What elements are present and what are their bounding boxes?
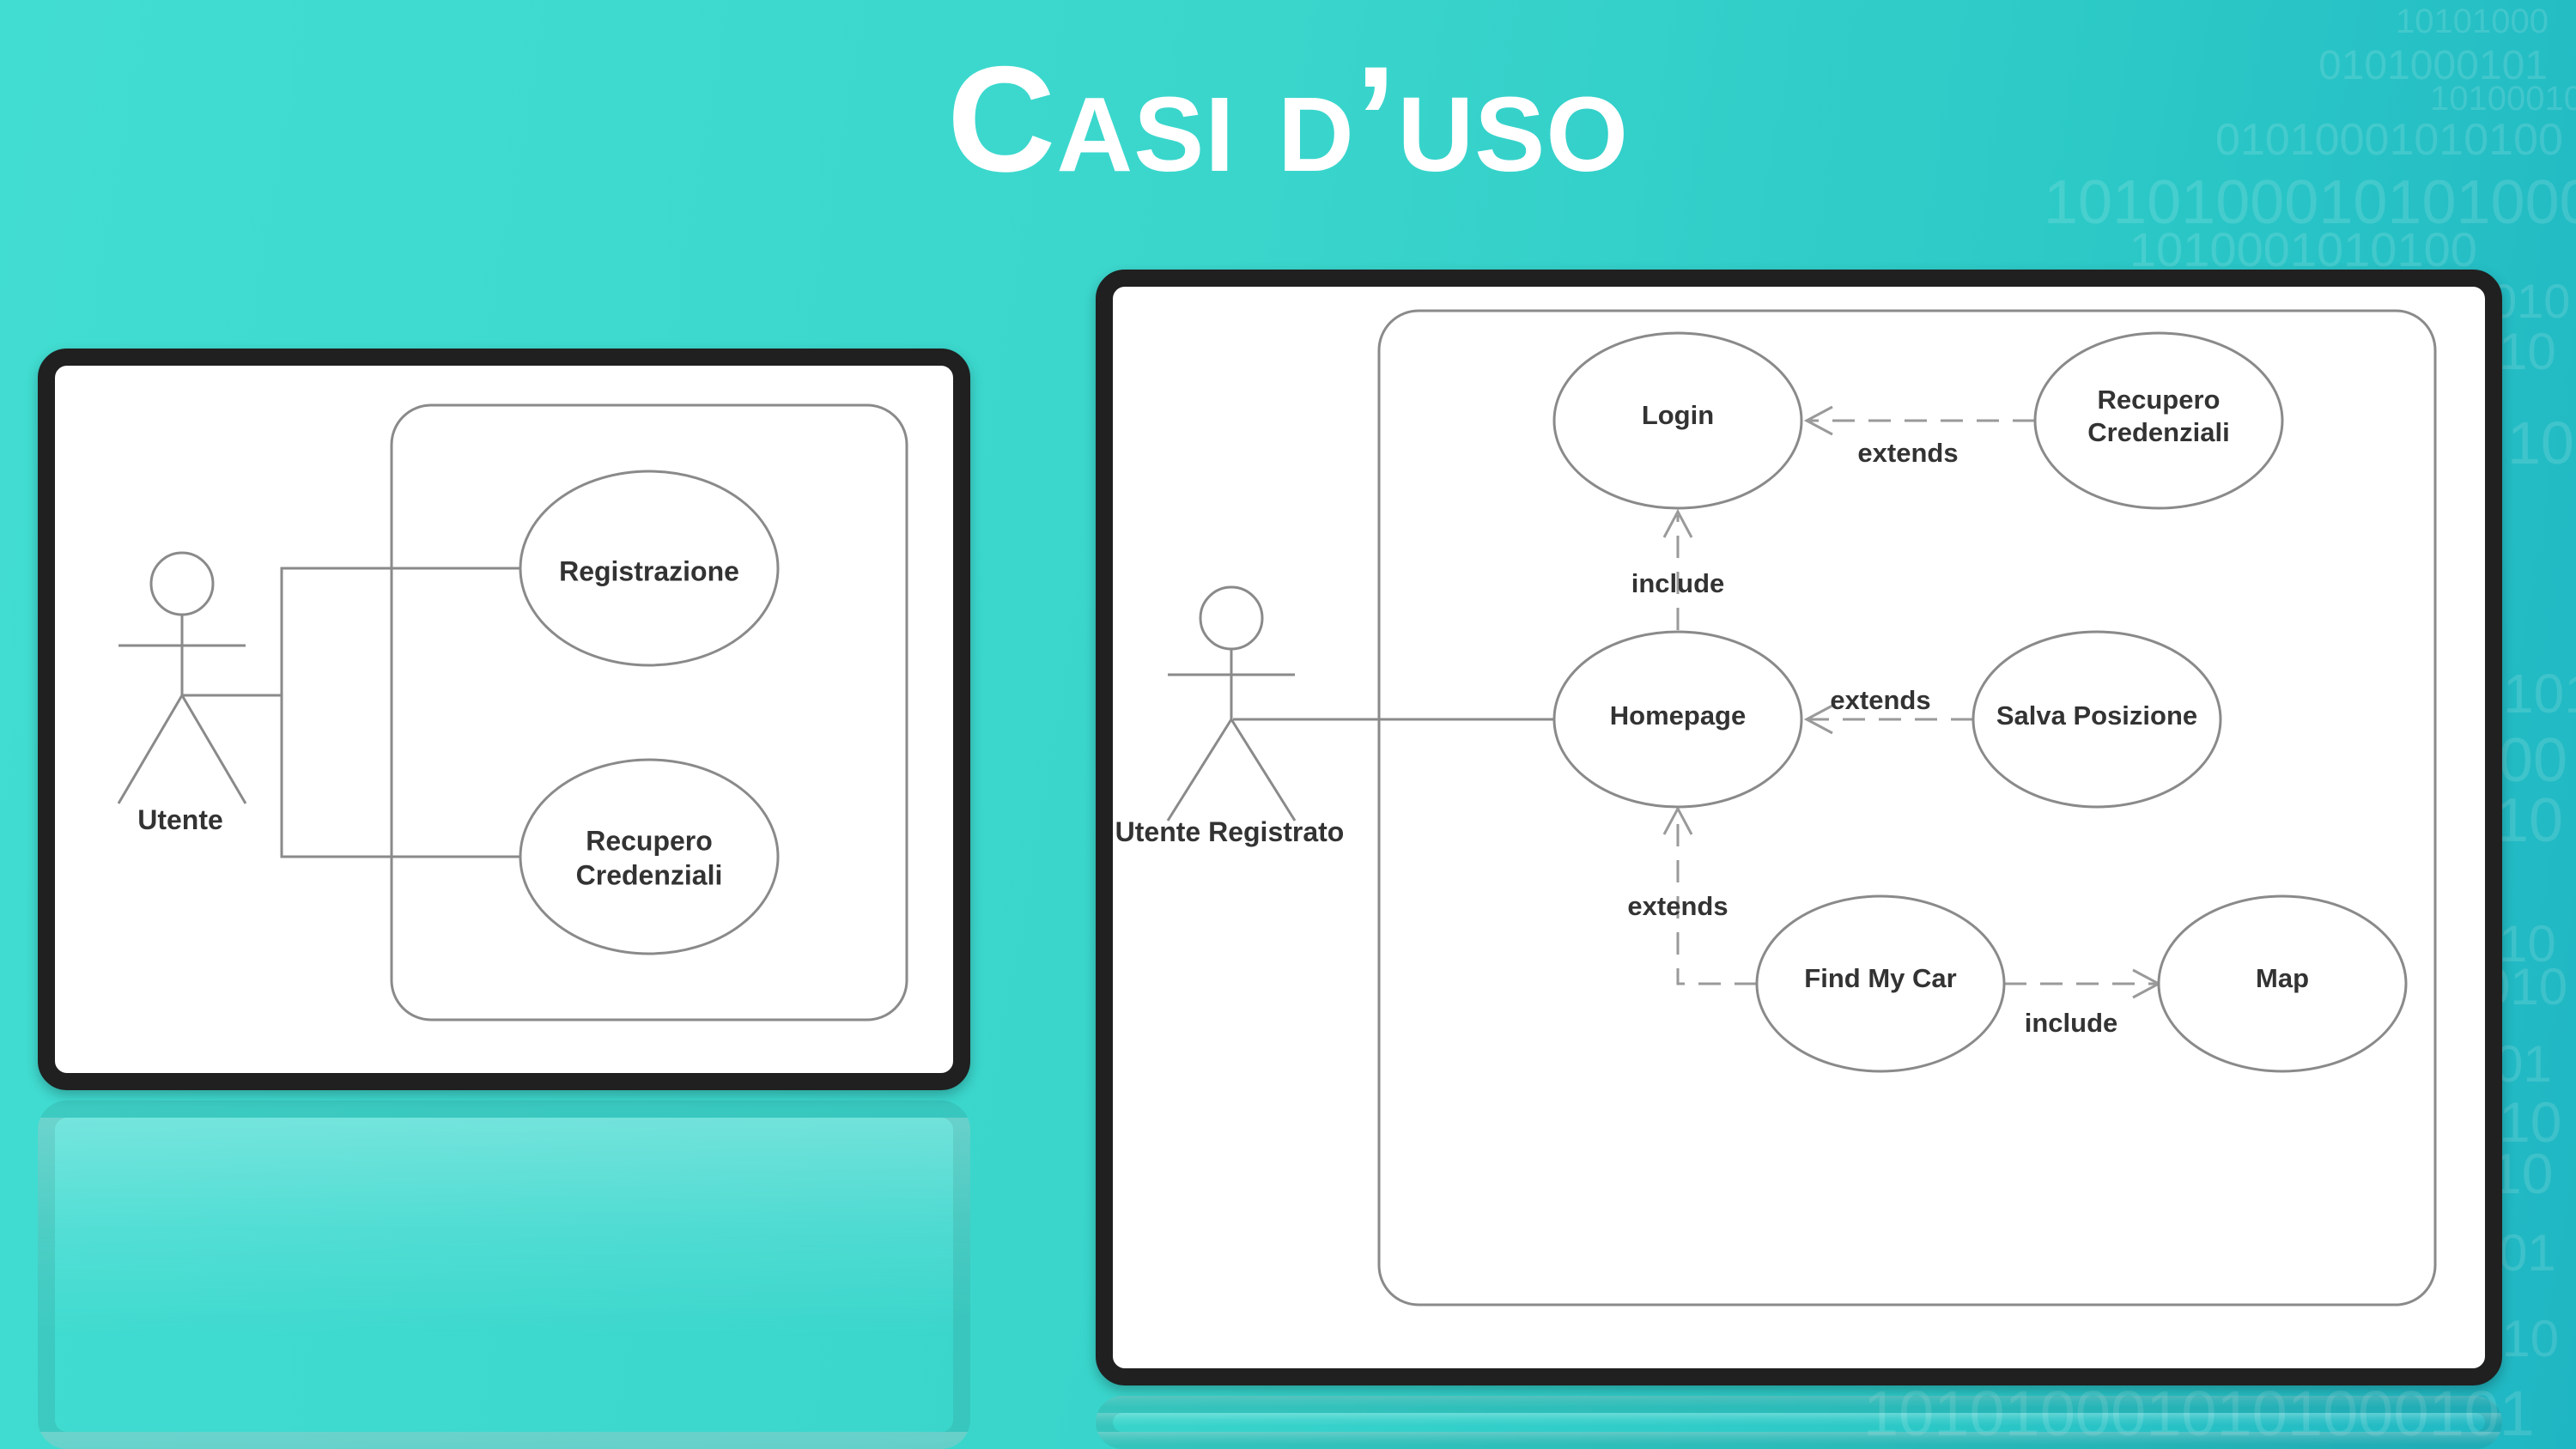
relation-label: extends xyxy=(1830,685,1930,715)
use-case-label: Map xyxy=(2256,963,2309,993)
binary-line: 10 xyxy=(2499,1090,2561,1154)
frame-reflection xyxy=(38,1100,970,1449)
binary-line: 10 xyxy=(2499,323,2556,380)
arrow-head xyxy=(1803,405,1833,436)
left-use-case-diagram: Utente Registrazione Recupero Credenzial… xyxy=(117,403,908,1022)
use-case-recupero-credenziali xyxy=(2033,331,2284,510)
binary-line: 0101000101 xyxy=(2318,43,2548,88)
slide-title: Casi d’uso xyxy=(946,36,1630,203)
use-case-label: Homepage xyxy=(1610,700,1746,731)
use-case-label: Credenziali xyxy=(576,859,723,890)
use-case-homepage xyxy=(1552,630,1803,809)
use-case-login xyxy=(1552,331,1803,510)
use-case-salva-posizione xyxy=(1971,630,2222,809)
binary-line: 10101000 xyxy=(2396,3,2549,40)
arrow-head xyxy=(1662,508,1693,538)
binary-line: 101 xyxy=(2503,663,2576,724)
relation-label: extends xyxy=(1627,891,1728,921)
binary-line: 10 xyxy=(2499,915,2556,973)
use-case-label: Recupero xyxy=(2098,385,2221,415)
binary-line: 01 xyxy=(2494,1035,2552,1093)
binary-line: 01 xyxy=(2499,1224,2556,1282)
binary-line: 01010001010100 xyxy=(2215,115,2563,165)
right-use-case-diagram: Utente Registrato extends include e xyxy=(1115,309,2437,1307)
arrow-head xyxy=(1662,805,1693,835)
right-diagram-frame: Utente Registrato extends include e xyxy=(1096,270,2502,1385)
association-line xyxy=(182,567,520,697)
binary-line: 1010001010100 xyxy=(2129,222,2477,276)
use-case-map xyxy=(2157,894,2408,1073)
extends-arrow xyxy=(1676,812,1757,985)
binary-line: 10 xyxy=(2494,786,2563,855)
relation-label: include xyxy=(2025,1008,2118,1038)
binary-line: 10 xyxy=(2507,409,2574,476)
arrow-head xyxy=(1803,704,1833,735)
use-case-label: Salva Posizione xyxy=(1996,700,2197,731)
actor-label: Utente Registrato xyxy=(1115,816,1345,847)
binary-line: 10101000101010001 xyxy=(2044,168,2576,237)
use-case-registrazione xyxy=(519,470,780,667)
association-line xyxy=(182,694,520,858)
use-case-recupero-credenziali xyxy=(519,758,780,955)
use-case-find-my-car xyxy=(1755,894,2006,1073)
use-case-label: Recupero xyxy=(586,825,713,856)
binary-line: 1010001010 xyxy=(2430,80,2576,118)
use-case-label: Credenziali xyxy=(2087,417,2229,447)
use-case-label: Registrazione xyxy=(559,555,739,586)
binary-line: 010 xyxy=(2490,274,2570,328)
frame-reflection xyxy=(1096,1396,2502,1449)
actor-utente-figure xyxy=(117,551,247,804)
left-diagram-frame: Utente Registrazione Recupero Credenzial… xyxy=(38,349,970,1090)
system-boundary xyxy=(390,403,908,1022)
binary-line: 00 xyxy=(2499,726,2567,795)
binary-line: 1010100010101000101 xyxy=(1863,1378,2535,1449)
use-case-label: Login xyxy=(1642,400,1714,430)
actor-label: Utente xyxy=(137,804,223,835)
actor-utente-registrato-figure xyxy=(1166,585,1297,822)
system-boundary xyxy=(1377,309,2437,1307)
relation-label: extends xyxy=(1857,438,1958,468)
relation-label: include xyxy=(1631,568,1725,598)
use-case-label: Find My Car xyxy=(1804,963,1956,993)
